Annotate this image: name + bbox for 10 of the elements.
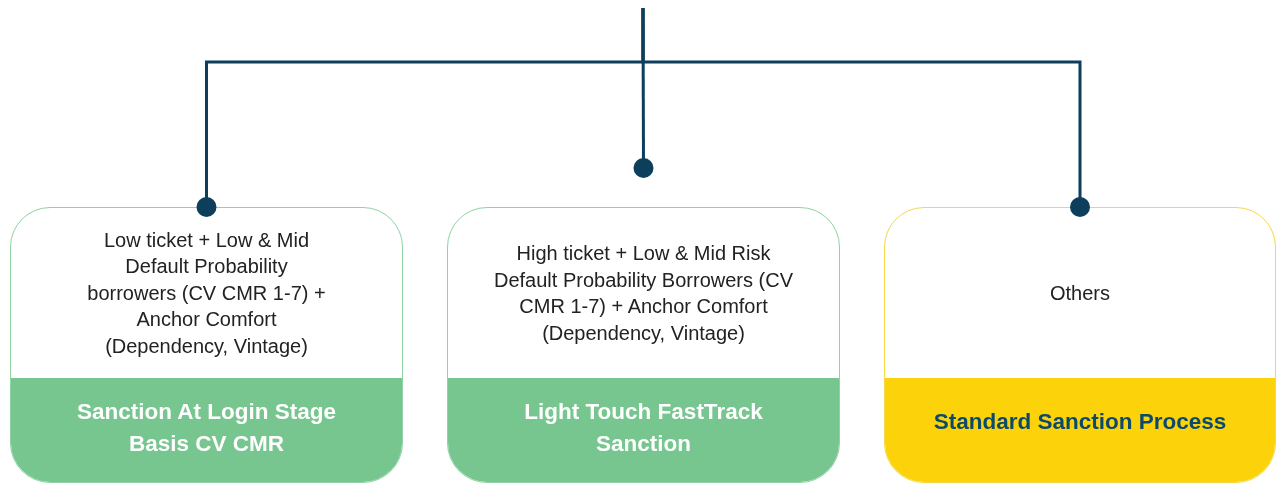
connector-line [641, 8, 1090, 217]
option-card [884, 207, 1276, 483]
process-title: Standard Sanction Process [933, 408, 1227, 436]
process-title: Sanction At Login Stage Basis CV CMR [75, 398, 338, 458]
criteria-text: High ticket + Low & Mid Risk Default Probability Borrowers (CV CMR 1-7) + Anchor Comfort (Dependency, Vintage) [493, 241, 794, 346]
option-card [447, 207, 840, 483]
option-card [10, 207, 403, 483]
process-title: Light Touch FastTrack Sanction [523, 398, 764, 458]
criteria-text: Others [1050, 280, 1110, 306]
criteria-text: Low ticket + Low & Mid Default Probability borrowers (CV CMR 1-7) + Anchor Comfort (Dependency, Vintage) [86, 227, 327, 359]
